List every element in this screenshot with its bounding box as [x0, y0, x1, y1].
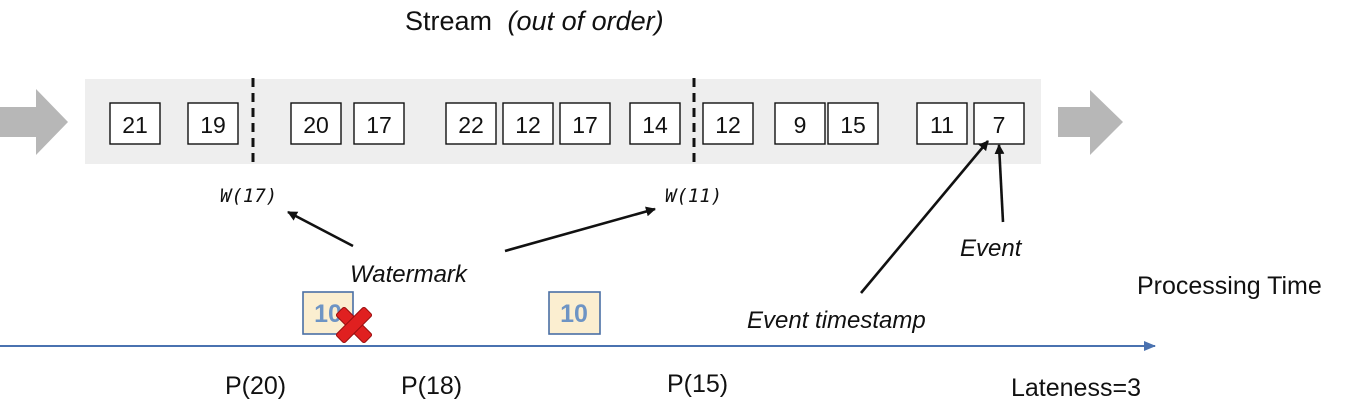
diagram-title: Stream (out of order)	[405, 6, 664, 36]
title-main: Stream	[405, 6, 492, 36]
event-box	[353, 102, 405, 145]
event-box	[109, 102, 161, 145]
event-value: 15	[840, 112, 866, 138]
watermark-marker-w17: W(17)	[220, 185, 277, 207]
processing-mark-p15: P(15)	[667, 370, 728, 398]
event-box	[559, 102, 611, 145]
event-arrow	[994, 144, 1005, 223]
event-value: 7	[993, 112, 1006, 138]
event-box	[827, 102, 879, 145]
event-value: 14	[642, 112, 668, 138]
processing-mark-p20: P(20)	[225, 372, 286, 400]
watermark-marker-w11: W(11)	[665, 185, 722, 207]
stream-events: 21 19 20 17 22 12 17 14 12 9 15 11 7	[109, 102, 1025, 145]
event-value: 20	[303, 112, 329, 138]
event-value: 9	[794, 112, 807, 138]
event-box	[187, 102, 239, 145]
processing-mark-p18: P(18)	[401, 372, 462, 400]
watermark-label: Watermark	[350, 261, 469, 288]
event-box	[445, 102, 497, 145]
late-event-box-accepted	[548, 291, 601, 335]
flow-arrow-out	[1058, 90, 1123, 155]
event-value: 11	[930, 112, 954, 138]
event-timestamp-arrow	[860, 140, 989, 294]
event-box	[502, 102, 554, 145]
event-value: 22	[458, 112, 484, 138]
event-value: 17	[366, 112, 392, 138]
event-box	[702, 102, 754, 145]
event-box	[916, 102, 968, 145]
title-suffix: (out of order)	[508, 6, 664, 36]
flow-arrow-in	[0, 89, 68, 155]
event-value: 12	[715, 112, 741, 138]
event-value: 17	[572, 112, 598, 138]
event-label: Event	[960, 235, 1023, 262]
event-box	[290, 102, 342, 145]
dropped-x-icon	[335, 306, 373, 344]
watermark-arrow-left	[287, 210, 354, 248]
event-value: 21	[122, 112, 148, 138]
event-timestamp-label: Event timestamp	[747, 307, 926, 334]
event-value: 12	[515, 112, 541, 138]
late-event-value-accepted: 10	[560, 300, 588, 328]
processing-time-label: Processing Time	[1137, 272, 1322, 300]
watermark-arrow-right	[504, 206, 656, 253]
event-box	[774, 102, 826, 145]
event-box	[629, 102, 681, 145]
event-value: 19	[200, 112, 226, 138]
event-box	[973, 102, 1025, 145]
lateness-label: Lateness=3	[1011, 374, 1141, 402]
